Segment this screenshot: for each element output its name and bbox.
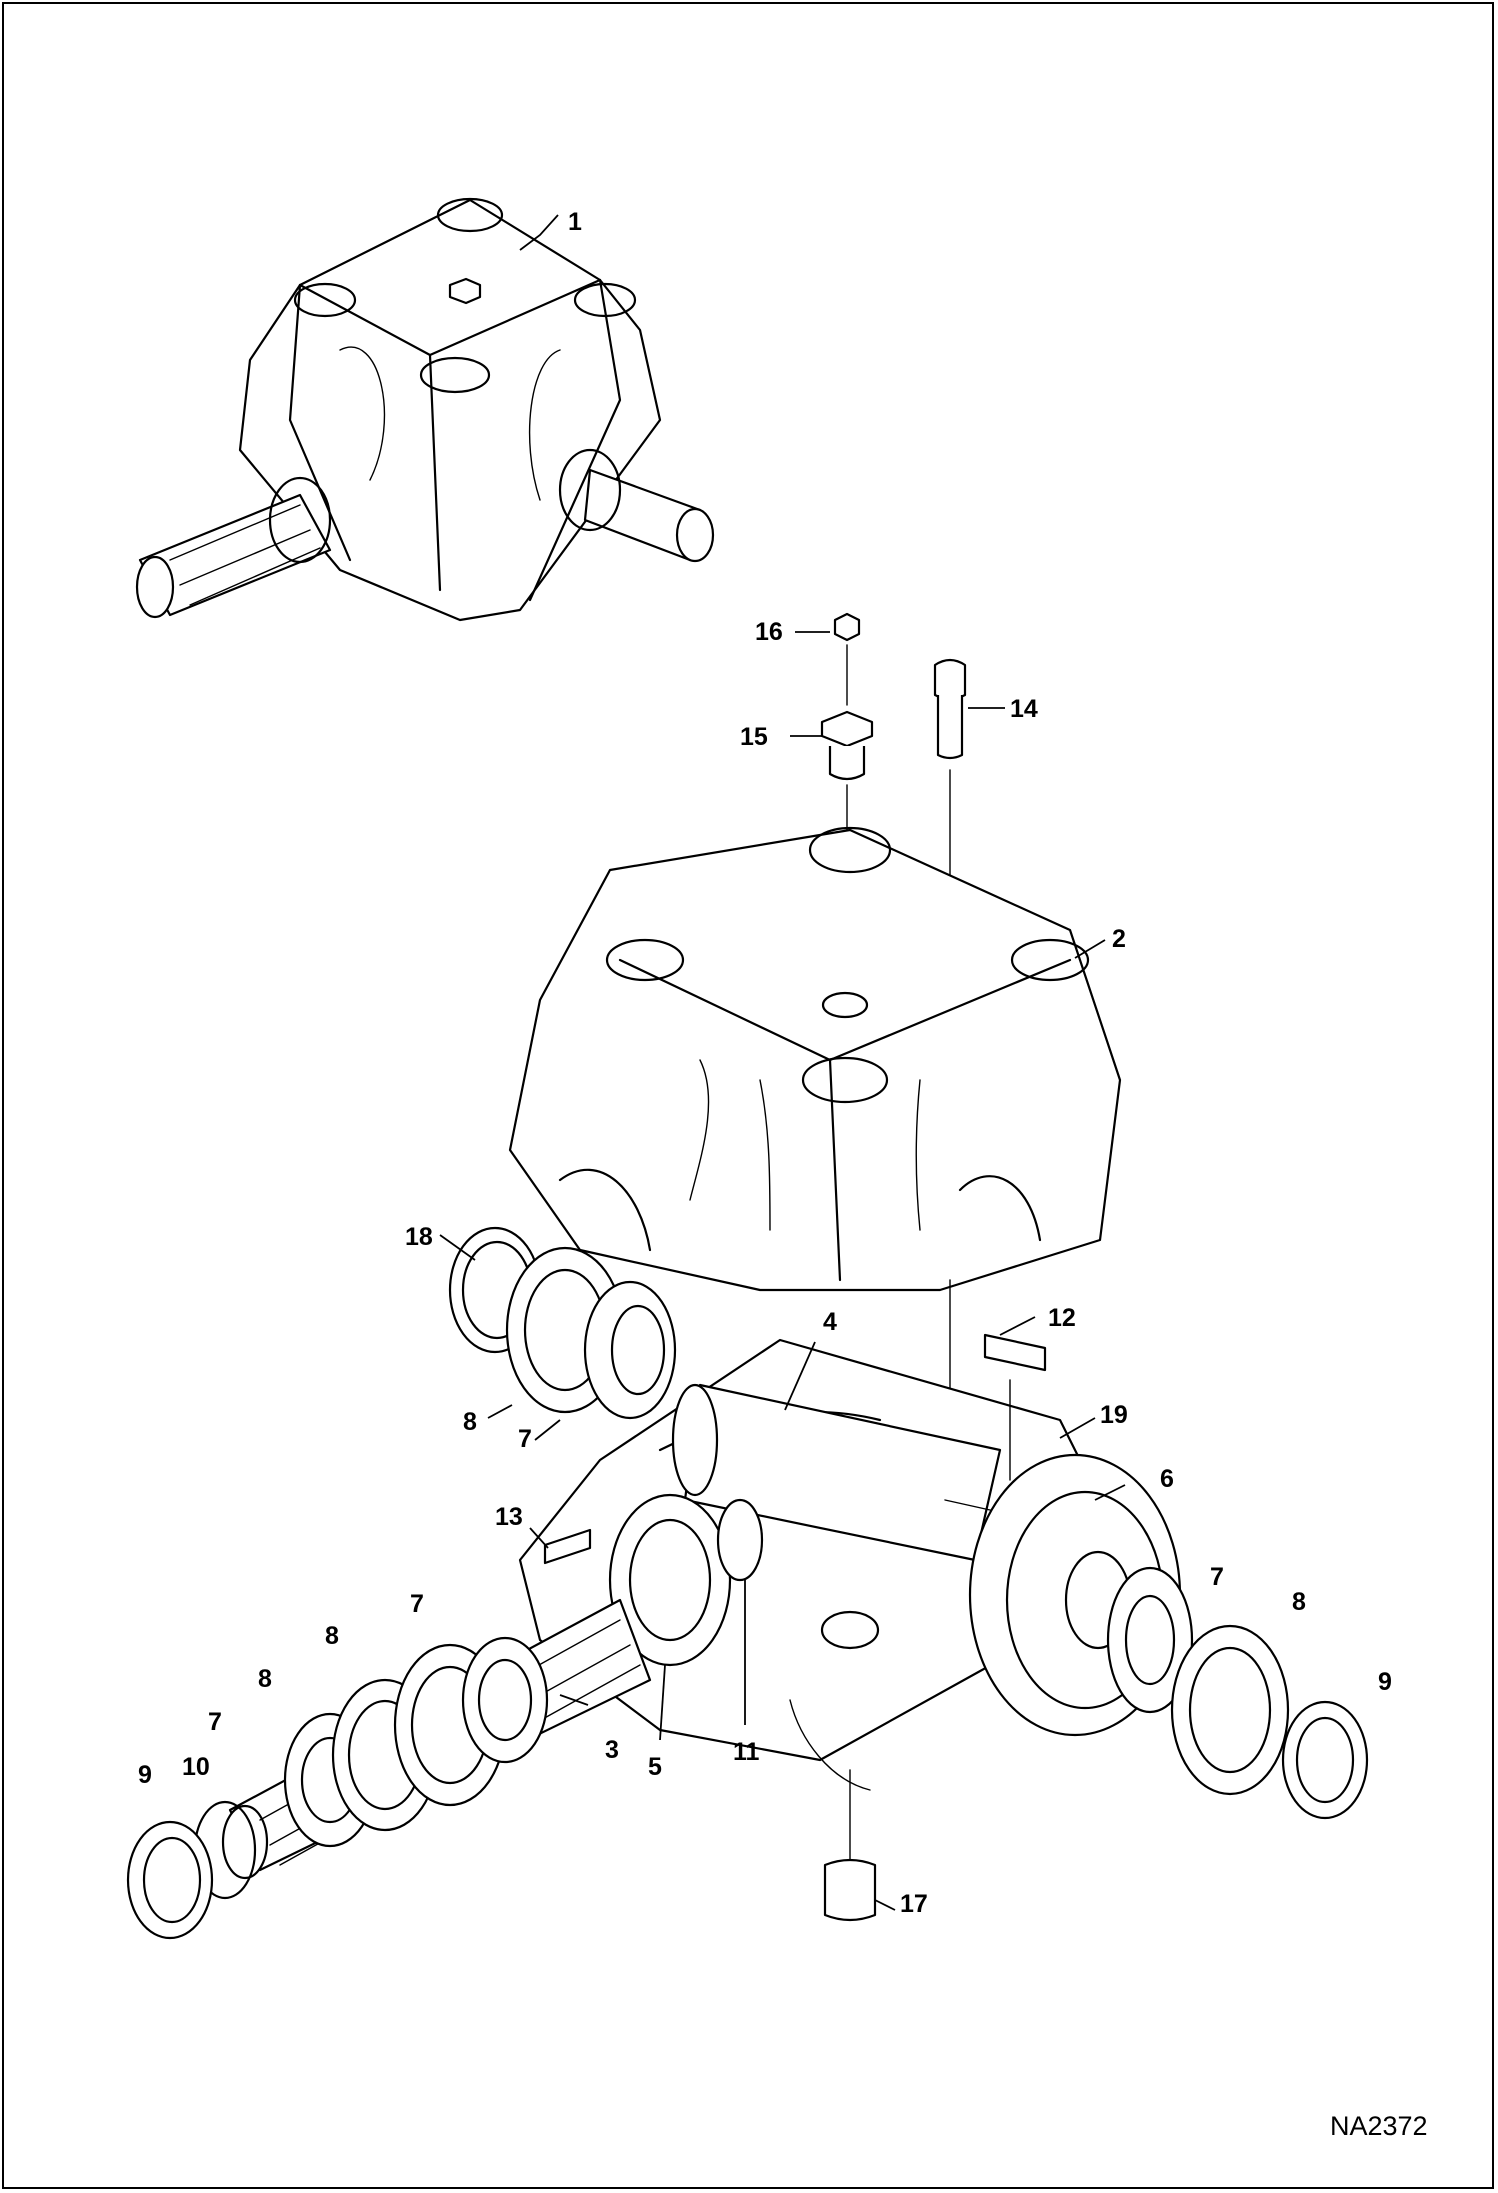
callout-8: 8 <box>1292 1588 1306 1616</box>
callout-6: 6 <box>1160 1465 1174 1493</box>
callout-8: 8 <box>258 1665 272 1693</box>
cross-shaft <box>671 1383 1002 1562</box>
callout-11: 11 <box>733 1738 760 1766</box>
callout-7: 7 <box>410 1590 424 1618</box>
callout-13: 13 <box>495 1503 523 1531</box>
seal-9-left <box>126 1820 214 1940</box>
callout-18: 18 <box>405 1223 433 1251</box>
figure-code: NA2372 <box>1330 2111 1428 2141</box>
callout-8: 8 <box>463 1408 477 1436</box>
bearing-cup-right <box>1170 1624 1290 1796</box>
callout-14: 14 <box>1010 695 1038 723</box>
callout-7: 7 <box>518 1425 532 1453</box>
pinion-gear <box>608 1493 764 1667</box>
callout-5: 5 <box>648 1753 662 1781</box>
seal-9-right <box>1281 1700 1369 1820</box>
callout-10: 10 <box>182 1753 210 1781</box>
callout-7: 7 <box>208 1708 222 1736</box>
callout-12: 12 <box>1048 1304 1076 1332</box>
fasteners <box>820 612 967 951</box>
callout-7: 7 <box>1210 1563 1224 1591</box>
callout-4: 4 <box>823 1308 837 1336</box>
key-12 <box>983 1333 1047 1481</box>
bearing-cone-upper <box>583 1280 677 1420</box>
callout-17: 17 <box>900 1890 928 1918</box>
callout-3: 3 <box>605 1736 619 1764</box>
bearing-cone-right <box>1106 1566 1194 1714</box>
callout-9: 9 <box>138 1761 152 1789</box>
callout-leaders <box>439 214 1126 1911</box>
housing-cover <box>508 826 1122 1421</box>
callout-labels: 1 2 3 4 5 6 7 7 7 7 8 8 8 8 9 9 10 11 12… <box>138 208 1392 1918</box>
callout-15: 15 <box>740 723 768 751</box>
callout-9: 9 <box>1378 1668 1392 1696</box>
callout-8: 8 <box>325 1622 339 1650</box>
callout-1: 1 <box>568 208 582 236</box>
callout-19: 19 <box>1100 1401 1128 1429</box>
callout-2: 2 <box>1112 925 1126 953</box>
bearing-cone-left-inner <box>461 1636 549 1764</box>
key-13 <box>543 1528 592 1565</box>
callout-16: 16 <box>755 618 783 646</box>
assembled-gearbox <box>135 197 715 622</box>
plug-17 <box>823 1769 877 1922</box>
